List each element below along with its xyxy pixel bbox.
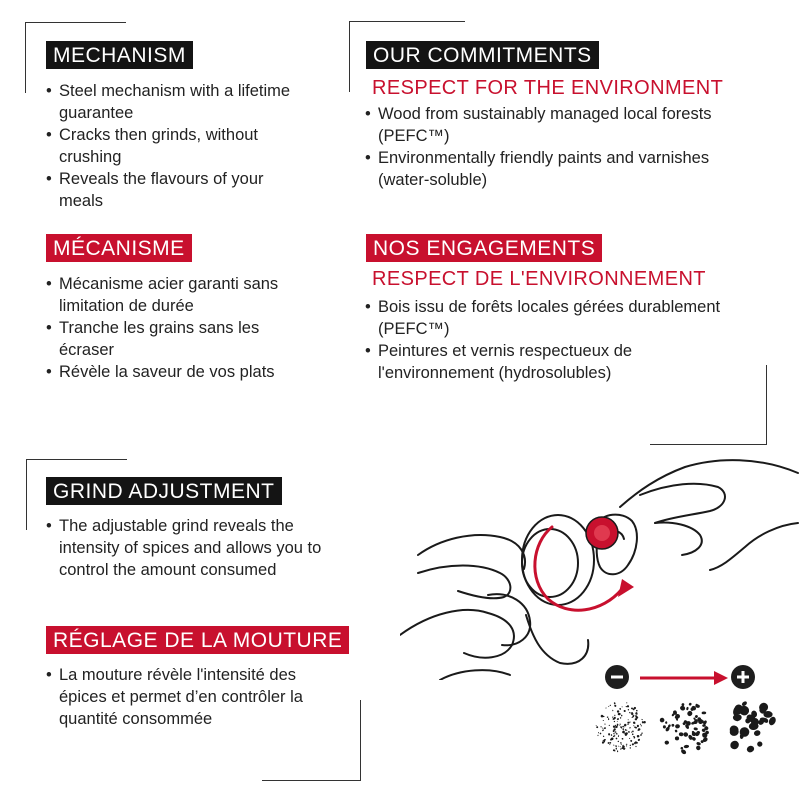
engagements-subtitle: RESPECT DE L'ENVIRONNEMENT <box>372 268 706 290</box>
list-item: Tranche les grains sans les écraser <box>46 317 306 361</box>
corner-line-lower-left <box>26 459 127 530</box>
list-item: La mouture révèle l'intensité des épices… <box>46 664 346 730</box>
engagements-list: Bois issu de forêts locales gérées durab… <box>365 296 725 384</box>
grind-list: The adjustable grind reveals the intensi… <box>46 515 346 581</box>
grind-title: GRIND ADJUSTMENT <box>46 477 282 505</box>
commitments-list: Wood from sustainably managed local fore… <box>365 103 735 191</box>
reglage-title: RÉGLAGE DE LA MOUTURE <box>46 626 350 654</box>
list-item: Révèle la saveur de vos plats <box>46 361 306 383</box>
list-item: Wood from sustainably managed local fore… <box>365 103 735 147</box>
pepper-grain-fine-icon <box>595 702 646 753</box>
corner-line-mid-right <box>650 365 767 445</box>
list-item: Reveals the flavours of your meals <box>46 168 306 212</box>
hand-adjusting-grinder-illustration <box>400 459 799 680</box>
list-item: The adjustable grind reveals the intensi… <box>46 515 346 581</box>
commitments-subtitle: RESPECT FOR THE ENVIRONMENT <box>372 77 724 99</box>
arrow-right-icon <box>640 671 728 685</box>
list-item: Steel mechanism with a lifetime guarante… <box>46 80 306 124</box>
corner-line-top-right <box>349 21 465 92</box>
pepper-grain-medium-icon <box>659 702 709 755</box>
list-item: Bois issu de forêts locales gérées durab… <box>365 296 725 340</box>
mechanism-title: MECHANISM <box>46 41 193 69</box>
list-item: Cracks then grinds, without crushing <box>46 124 306 168</box>
list-item: Mécanisme acier garanti sans limitation … <box>46 273 306 317</box>
corner-line-bottom-mid <box>262 700 361 781</box>
mecanisme-title: MÉCANISME <box>46 234 192 262</box>
reglage-list: La mouture révèle l'intensité des épices… <box>46 664 346 730</box>
corner-line-top-left <box>25 22 126 93</box>
minus-circle-icon <box>605 665 629 689</box>
pepper-grain-coarse-icon <box>729 701 776 753</box>
engagements-title: NOS ENGAGEMENTS <box>366 234 603 262</box>
mecanisme-list: Mécanisme acier garanti sans limitation … <box>46 273 306 383</box>
list-item: Environmentally friendly paints and varn… <box>365 147 735 191</box>
commitments-title: OUR COMMITMENTS <box>366 41 599 69</box>
plus-circle-icon <box>731 665 755 689</box>
list-item: Peintures et vernis respectueux de l'env… <box>365 340 725 384</box>
mechanism-list: Steel mechanism with a lifetime guarante… <box>46 80 306 212</box>
